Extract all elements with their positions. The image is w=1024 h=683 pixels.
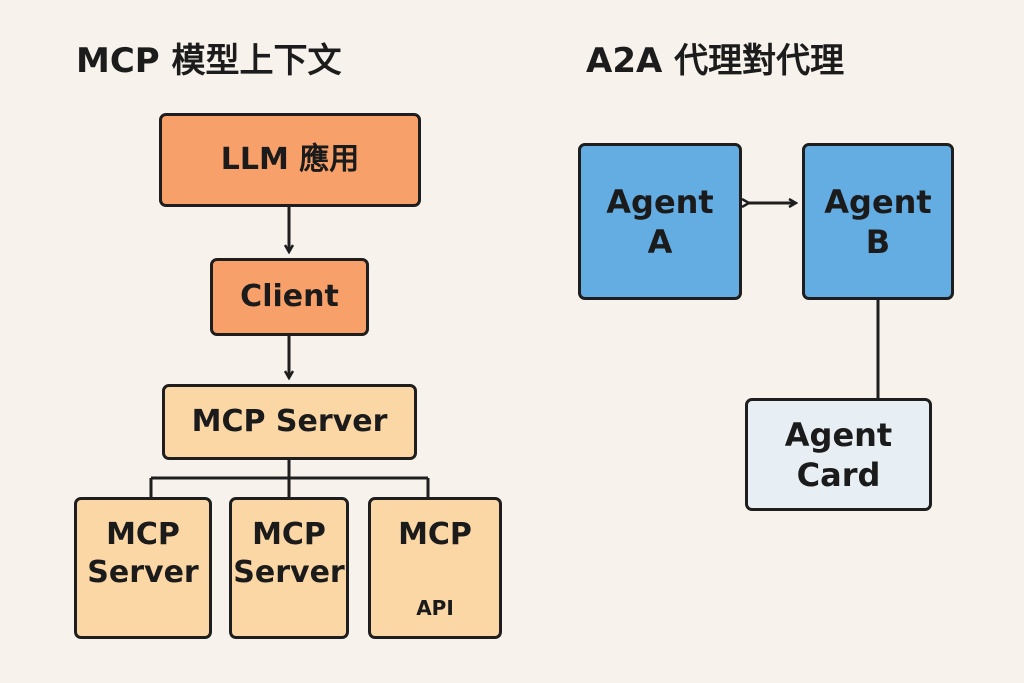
agent-card-line1: Agent xyxy=(784,415,893,454)
child-api-line2: API xyxy=(416,595,454,620)
agent-a-line1: Agent xyxy=(606,182,714,221)
a2a-title: A2A 代理對代理 xyxy=(586,41,845,81)
child-server-box-1: MCP Server xyxy=(74,497,212,639)
child-server-1-line1: MCP xyxy=(106,517,180,552)
agent-b-line1: Agent xyxy=(824,182,932,221)
mcp-server-label: MCP Server xyxy=(191,404,388,440)
llm-app-label: LLM 應用 xyxy=(220,142,360,178)
child-server-1-line2: Server xyxy=(87,554,199,590)
agent-a-box: Agent A xyxy=(578,143,742,300)
llm-app-box: LLM 應用 xyxy=(159,113,421,207)
child-server-2-line2: Server xyxy=(233,554,345,590)
client-label: Client xyxy=(240,279,339,315)
child-api-box: MCP API xyxy=(368,497,502,639)
agent-b-line2: B xyxy=(865,222,891,261)
agent-card-box: Agent Card xyxy=(745,398,932,511)
child-api-line1: MCP xyxy=(398,517,472,552)
agent-a-line2: A xyxy=(647,222,673,261)
mcp-server-box: MCP Server xyxy=(162,384,417,460)
child-server-2-line1: MCP xyxy=(252,517,326,552)
child-server-box-2: MCP Server xyxy=(229,497,349,639)
mcp-title: MCP 模型上下文 xyxy=(76,41,342,81)
agent-card-line2: Card xyxy=(796,455,881,494)
agent-b-box: Agent B xyxy=(802,143,954,300)
client-box: Client xyxy=(210,258,369,336)
